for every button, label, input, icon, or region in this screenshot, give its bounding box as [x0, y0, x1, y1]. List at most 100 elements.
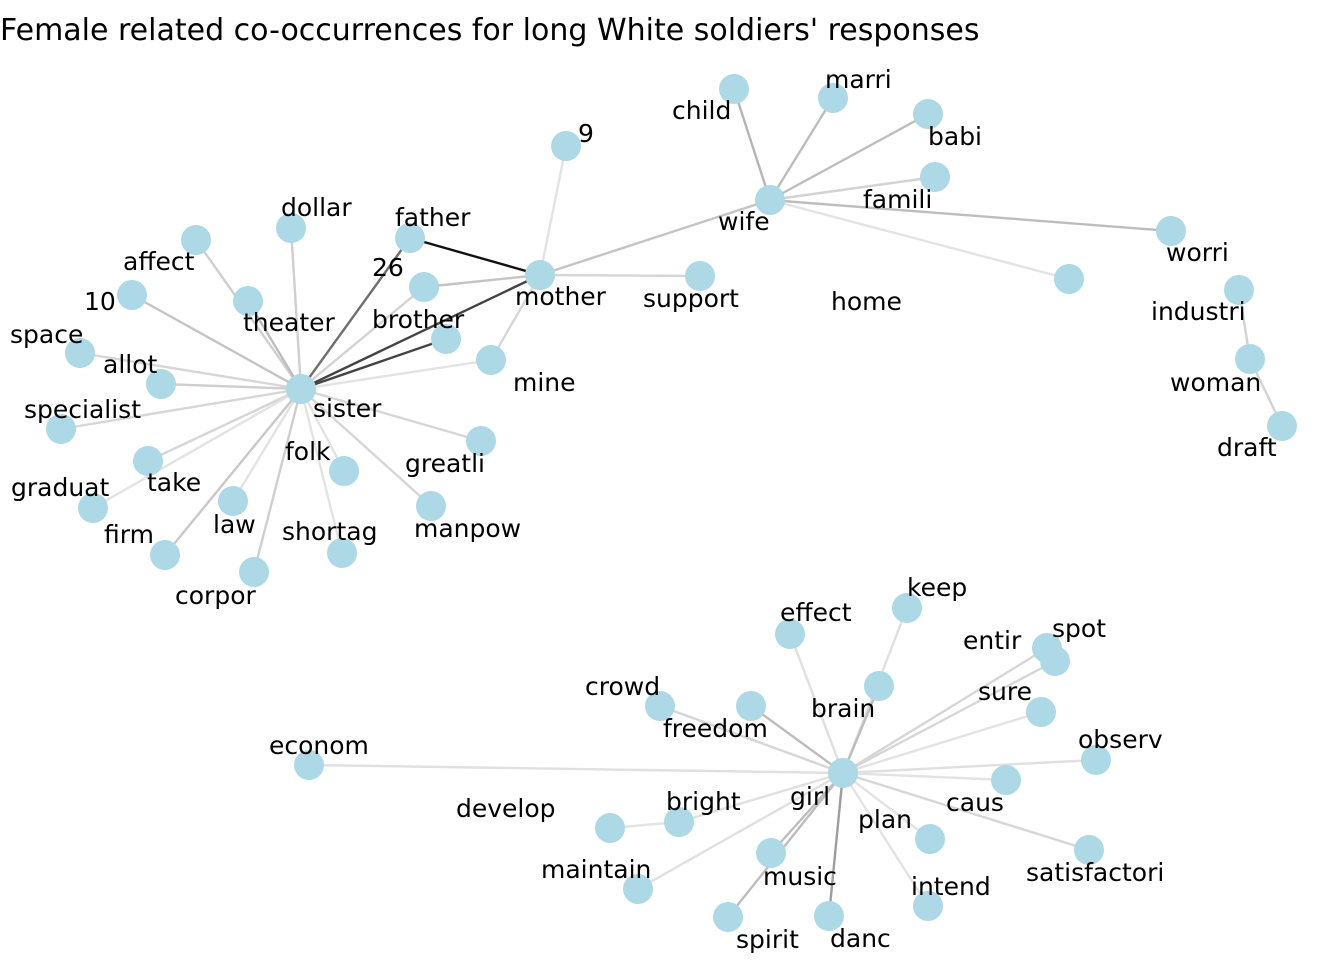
node-26	[409, 272, 439, 302]
node-brain	[864, 671, 894, 701]
node-freedom	[736, 691, 766, 721]
node-father	[395, 223, 425, 253]
node-label-spot: spot	[1052, 614, 1106, 643]
edge-sister-greatli	[300, 387, 482, 443]
edge-mother-father	[409, 236, 541, 277]
node-develop	[595, 813, 625, 843]
node-label-wife: wife	[718, 207, 770, 236]
node-label-dollar: dollar	[281, 193, 352, 222]
node-theater	[233, 286, 263, 316]
node-label-specialist: specialist	[24, 395, 141, 424]
node-space	[65, 338, 95, 368]
node-label-entir: entir	[963, 626, 1022, 655]
node-label-support: support	[643, 284, 739, 313]
node-mine	[476, 345, 506, 375]
node-home	[1054, 264, 1084, 294]
node-folk	[329, 456, 359, 486]
node-draft	[1267, 411, 1297, 441]
node-label-brother: brother	[372, 305, 465, 334]
edge-sister-shortag	[299, 388, 344, 554]
edge-mother-wife	[539, 198, 771, 277]
node-label-mother: mother	[515, 282, 607, 311]
edge-sister-10	[131, 293, 302, 391]
node-specialist	[46, 414, 76, 444]
node-label-caus: caus	[946, 788, 1004, 817]
edge-girl-crowd	[659, 704, 844, 775]
edge-mother-support	[539, 273, 701, 278]
node-label-babi: babi	[928, 122, 982, 151]
node-label-take: take	[147, 468, 201, 497]
edge-girl-satisfactori	[842, 771, 1090, 852]
edge-layer	[60, 88, 1284, 918]
node-label-worri: worri	[1166, 238, 1229, 267]
node-graduat	[78, 493, 108, 523]
edge-sister-manpow	[300, 388, 432, 507]
edge-wife-famili	[769, 175, 936, 202]
node-label-graduat: graduat	[11, 473, 110, 502]
node-label-satisfactori: satisfactori	[1026, 858, 1164, 887]
edge-mother-9	[538, 145, 568, 276]
node-label-danc: danc	[830, 924, 891, 953]
edge-sister-law	[231, 388, 303, 502]
node-satisfactori	[1074, 835, 1104, 865]
node-worri	[1156, 216, 1186, 246]
edge-sister-take	[147, 387, 302, 463]
edge-sister-theater	[246, 300, 303, 390]
node-greatli	[466, 426, 496, 456]
node-label-manpow: manpow	[414, 514, 521, 543]
node-crowd	[645, 691, 675, 721]
node-sister	[286, 374, 316, 404]
node-label-theater: theater	[243, 308, 336, 337]
edge-girl-maintain	[637, 771, 844, 891]
node-label-intend: intend	[911, 872, 991, 901]
edge-wife-worri	[769, 198, 1172, 233]
edge-mother-mine	[489, 274, 542, 361]
node-support	[685, 261, 715, 291]
node-industri	[1224, 275, 1254, 305]
node-label-brain: brain	[811, 694, 875, 723]
node-famili	[920, 162, 950, 192]
node-label-maintain: maintain	[541, 855, 651, 884]
node-take	[133, 446, 163, 476]
edge-girl-spot	[842, 646, 1048, 775]
node-maintain	[623, 874, 653, 904]
node-babi	[913, 99, 943, 129]
edge-sister-26	[300, 286, 425, 390]
node-dollar	[276, 213, 306, 243]
node-affect	[181, 225, 211, 255]
edge-sister-firm	[164, 388, 302, 556]
node-label-9: 9	[578, 119, 594, 148]
node-9	[551, 131, 581, 161]
node-firm	[150, 540, 180, 570]
edge-sister-dollar	[289, 227, 303, 390]
node-danc	[814, 901, 844, 931]
node-label-music: music	[763, 862, 837, 891]
edge-girl-danc	[827, 772, 845, 917]
edge-mother-26	[423, 273, 541, 289]
node-label-child: child	[672, 96, 731, 125]
node-label-econom: econom	[269, 731, 369, 760]
node-observ	[1081, 745, 1111, 775]
node-label-corpor: corpor	[175, 581, 256, 610]
node-label-10: 10	[84, 287, 116, 316]
node-label-firm: firm	[104, 520, 154, 549]
node-bright	[664, 807, 694, 837]
node-label-keep: keep	[907, 573, 967, 602]
edge-sister-specialist	[60, 387, 302, 431]
node-label-marri: marri	[825, 65, 892, 94]
edge-sister-mine	[300, 358, 492, 391]
node-label-plan: plan	[858, 805, 912, 834]
node-spot	[1032, 633, 1062, 663]
node-label-mine: mine	[513, 368, 576, 397]
node-label-effect: effect	[780, 598, 852, 627]
edge-sister-father	[300, 237, 411, 390]
node-child	[719, 74, 749, 104]
node-label-bright: bright	[666, 787, 741, 816]
node-label-26: 26	[372, 253, 404, 282]
node-label-space: space	[10, 320, 83, 349]
node-girl	[828, 758, 858, 788]
node-label-law: law	[213, 510, 256, 539]
edge-girl-observ	[842, 758, 1097, 775]
node-label-allot: allot	[103, 350, 158, 379]
node-woman	[1235, 344, 1265, 374]
